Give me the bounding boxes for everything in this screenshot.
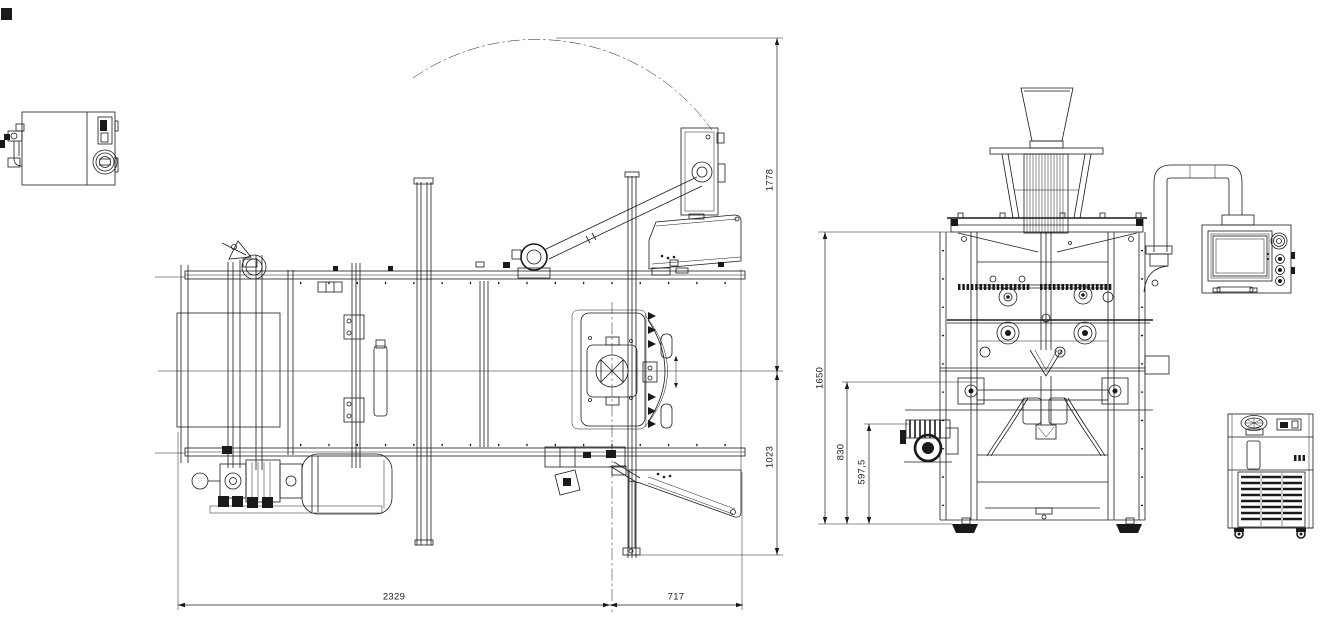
pull-down-mechanism <box>544 446 641 496</box>
drive-motor-top-view <box>191 453 393 515</box>
front-view <box>900 87 1295 533</box>
swing-arm-assembly <box>511 127 726 279</box>
emergency-stop-button <box>1270 232 1288 250</box>
frame-rails <box>180 259 746 470</box>
dim-label-frame-height: 1650 <box>814 366 826 390</box>
machine-frame <box>905 212 1153 521</box>
seal-columns <box>413 171 640 558</box>
chiller-fan-cap <box>1240 415 1268 436</box>
film-drive-machinery <box>979 232 1114 440</box>
extension-lines <box>155 37 977 610</box>
chiller-display <box>1276 418 1302 431</box>
dim-label-width-main: 2329 <box>382 591 406 603</box>
chiller-sight-glass <box>1246 440 1261 470</box>
film-reel-section <box>176 240 388 470</box>
dim-label-depth-upper: 1778 <box>764 168 776 192</box>
dimension-arrowheads <box>178 38 872 608</box>
film-roll <box>176 312 281 428</box>
aux-pump-unit-top-view <box>0 111 119 186</box>
panel-handle <box>1216 286 1254 293</box>
sheet-corner-mark <box>1 8 12 20</box>
arm-pivot-bearing <box>520 243 548 271</box>
discharge-flaps <box>611 214 742 556</box>
conduit-arch <box>1143 164 1255 375</box>
dim-label-width-discharge: 717 <box>667 591 685 603</box>
chiller-unit <box>1227 413 1314 539</box>
panel-buttons <box>1275 254 1285 286</box>
dim-label-depth-lower: 1023 <box>764 445 776 469</box>
screen-bezel <box>1207 230 1273 282</box>
film-motor-front <box>900 419 959 463</box>
dim-label-mid-height: 830 <box>835 443 847 461</box>
hopper-funnel <box>1020 87 1074 149</box>
screen <box>1212 235 1268 277</box>
pump-fittings <box>0 123 25 168</box>
sealing-jaw-beam <box>957 377 1129 457</box>
swing-arc <box>412 39 713 131</box>
hmi-panel-front <box>1201 224 1295 294</box>
forming-tube-assembly <box>571 309 678 430</box>
leveling-feet <box>952 517 1142 533</box>
chiller-casters <box>1234 528 1306 539</box>
dancer-roller <box>221 240 267 280</box>
dimension-lines <box>178 38 870 606</box>
chiller-grille <box>1237 471 1306 528</box>
hmi-panel-top-view <box>680 127 726 220</box>
forming-tube-front <box>989 147 1104 234</box>
top-view <box>158 39 783 612</box>
dim-label-lower-height: 597,5 <box>856 459 868 485</box>
dimension-annotations <box>155 37 977 610</box>
forming-tube-bore <box>595 354 629 388</box>
